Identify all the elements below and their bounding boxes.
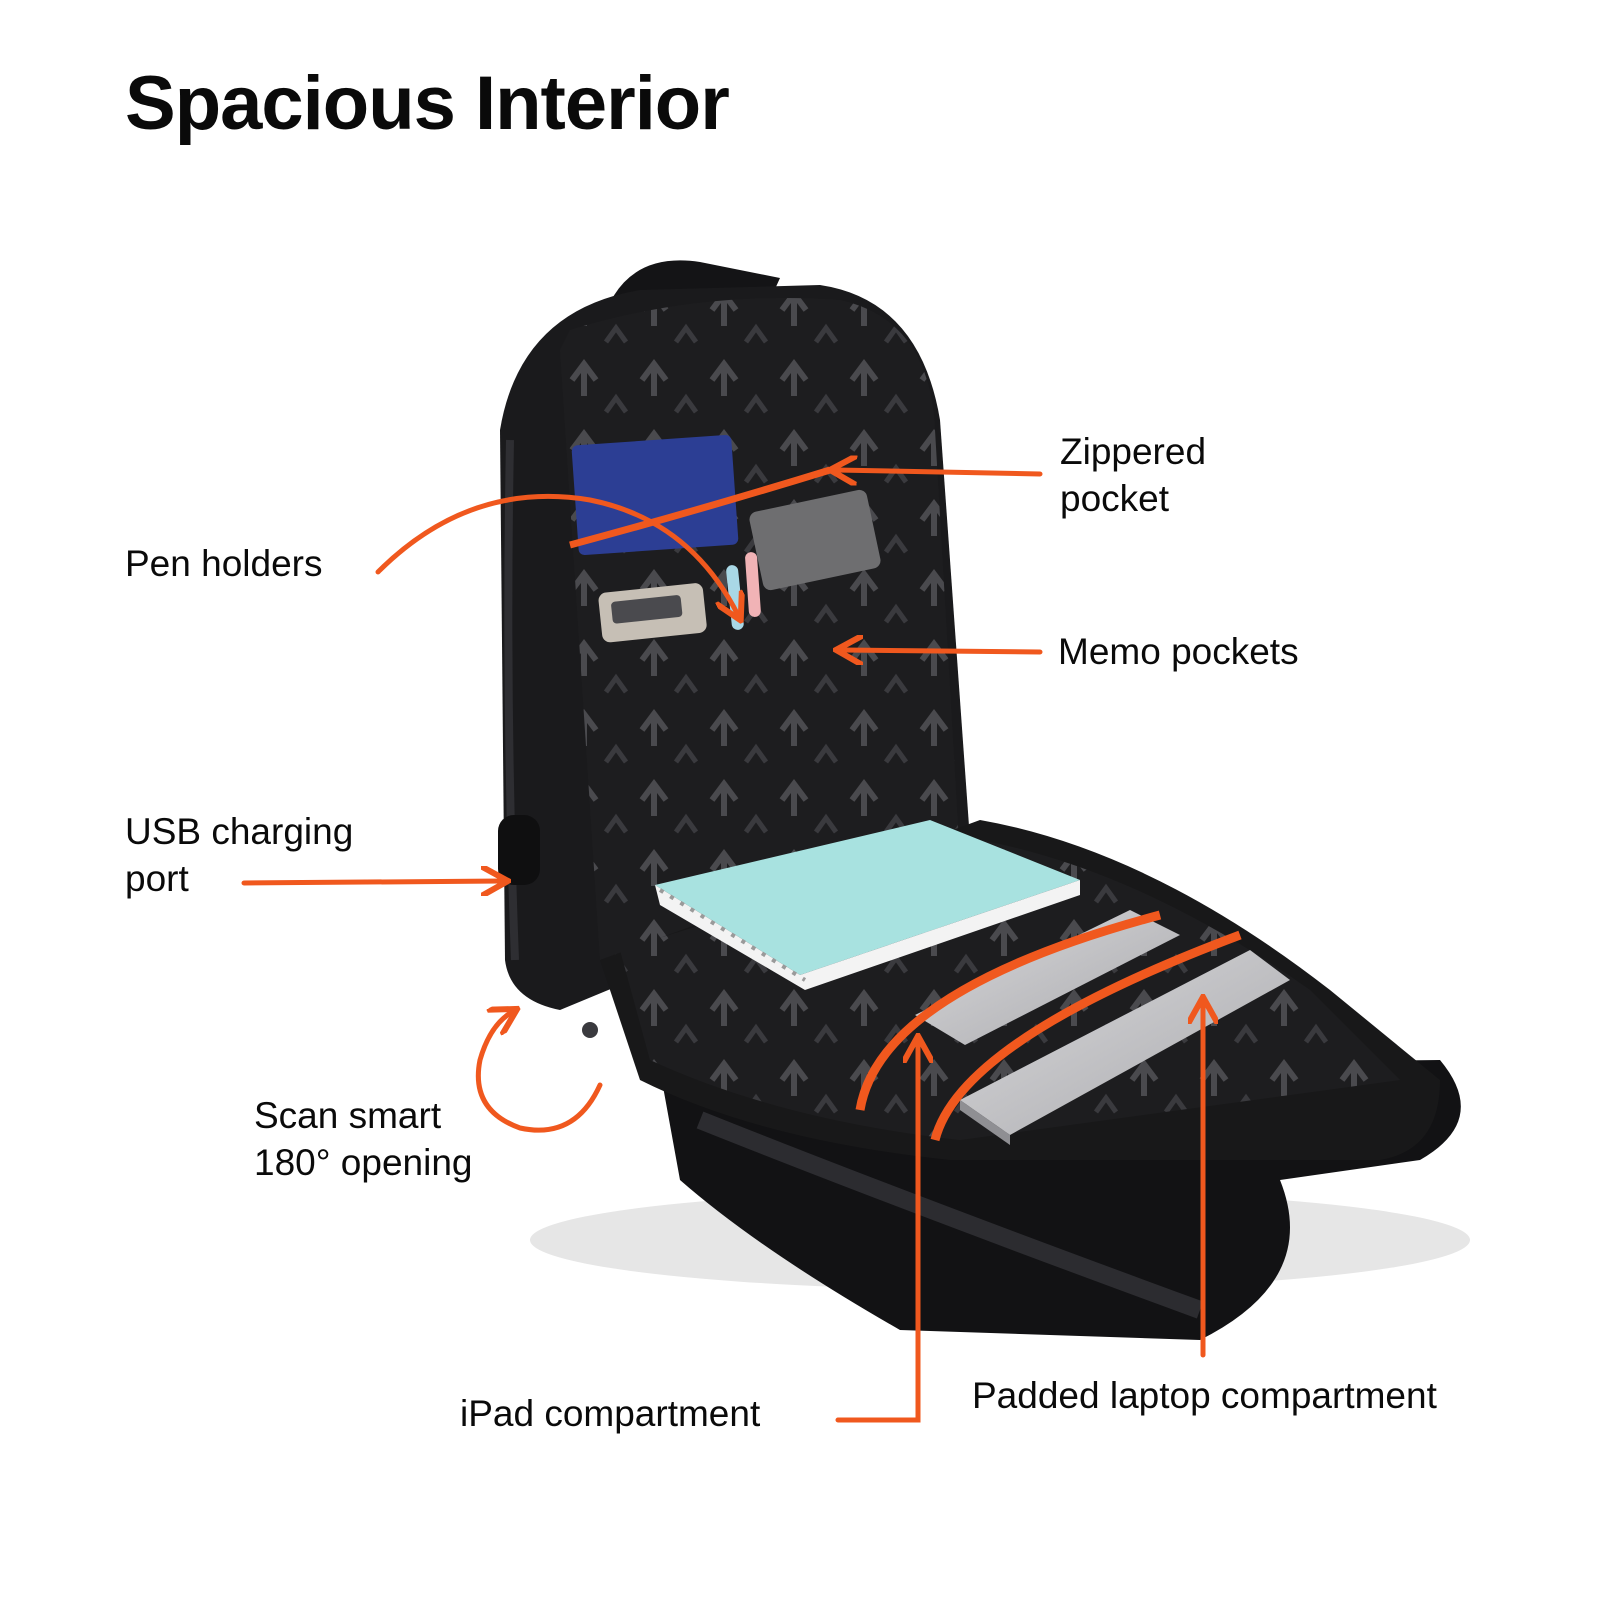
zipper-pull bbox=[582, 1022, 598, 1038]
arrow-usb-port bbox=[241, 881, 502, 883]
callout-line: Padded laptop compartment bbox=[972, 1375, 1437, 1416]
callout-zippered-pocket: Zippered pocket bbox=[1060, 428, 1206, 523]
callout-line: Zippered bbox=[1060, 431, 1207, 472]
callout-line: USB charging bbox=[125, 811, 354, 852]
passport bbox=[571, 434, 739, 556]
ipad bbox=[915, 910, 1180, 1045]
arrow-memo-pockets bbox=[842, 650, 1043, 652]
callout-usb-charging-port: USB charging port bbox=[125, 808, 353, 903]
ipad-sleeve-piping bbox=[855, 910, 1162, 1111]
callout-line: pocket bbox=[1060, 478, 1170, 520]
callout-line: port bbox=[125, 858, 189, 900]
page-title: Spacious Interior bbox=[125, 61, 730, 146]
usb-port bbox=[498, 815, 540, 885]
arrow-zippered-pocket bbox=[836, 470, 1043, 474]
callout-scan-smart: Scan smart 180° opening bbox=[254, 1092, 473, 1187]
pocket-zipper bbox=[569, 466, 832, 549]
callout-padded-laptop-compartment: Padded laptop compartment bbox=[972, 1372, 1437, 1419]
callout-line: Scan smart bbox=[254, 1095, 442, 1136]
arrow-pen-holders bbox=[375, 493, 738, 615]
arrow-scan-smart bbox=[475, 1012, 603, 1133]
pen-pink bbox=[745, 552, 761, 617]
top-handle bbox=[600, 260, 780, 340]
callout-pen-holders: Pen holders bbox=[125, 540, 322, 587]
notebook bbox=[655, 820, 1080, 975]
callout-ipad-compartment: iPad compartment bbox=[460, 1390, 760, 1437]
callout-line: Pen holders bbox=[125, 543, 323, 584]
callout-line: iPad compartment bbox=[460, 1393, 761, 1434]
callout-arrows bbox=[241, 470, 1203, 1423]
callout-line: 180° opening bbox=[254, 1142, 473, 1184]
arrow-ipad bbox=[835, 1042, 918, 1423]
wallet bbox=[749, 489, 881, 591]
callout-line: Memo pockets bbox=[1058, 631, 1299, 672]
laptop-sleeve-piping bbox=[930, 930, 1242, 1142]
callout-memo-pockets: Memo pockets bbox=[1058, 628, 1299, 675]
